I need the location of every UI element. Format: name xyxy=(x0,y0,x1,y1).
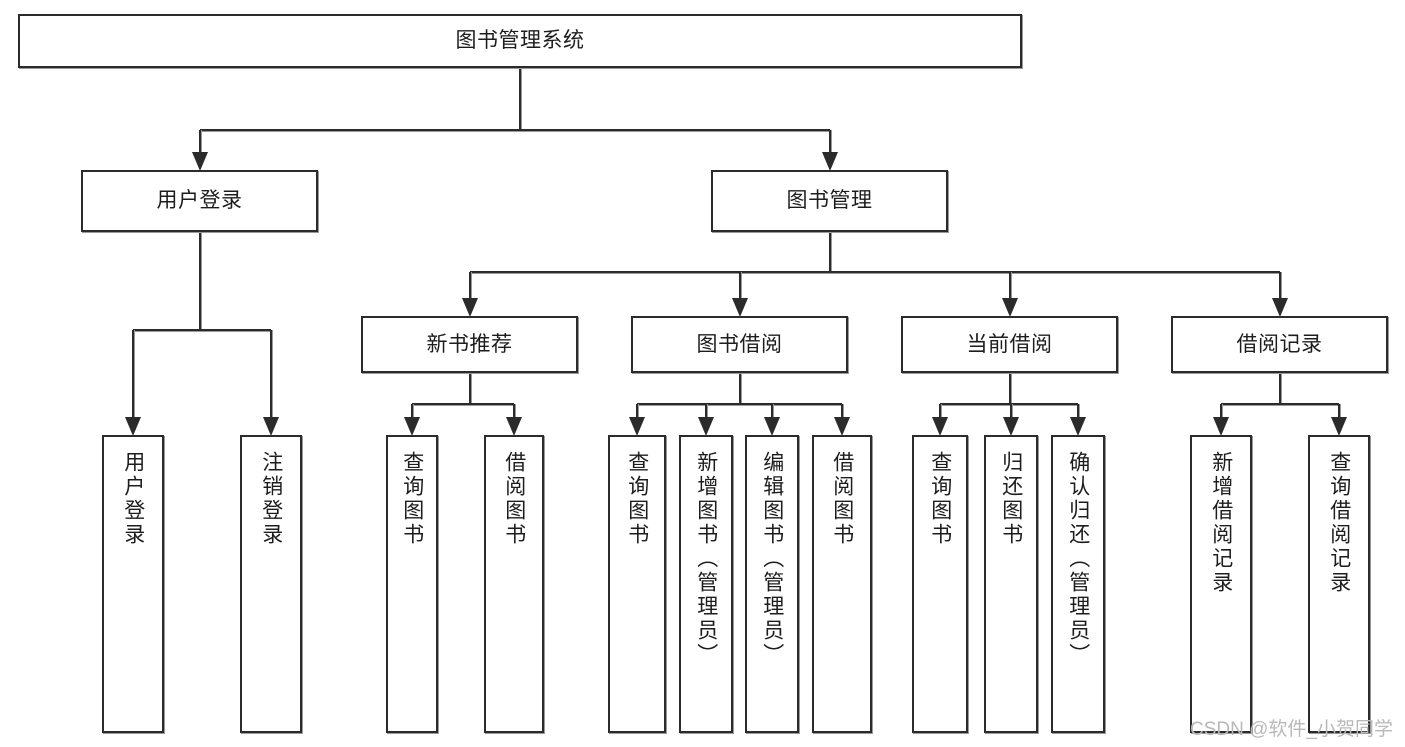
connector-drop-user-login xyxy=(198,130,201,153)
arrowhead-icon-book-manage xyxy=(821,152,838,171)
node-new-book-recommend[interactable]: 新书推荐 xyxy=(361,316,578,373)
arrowhead-icon-new-book-recommend xyxy=(461,298,478,317)
arrowhead-icon-leaf-query-book-cur xyxy=(932,417,948,436)
node-label-book-manage: 图书管理 xyxy=(786,189,873,213)
connector-stem-borrow-record xyxy=(1278,373,1281,404)
connector-stem-root xyxy=(519,68,521,130)
connector-drop-leaf-return-book xyxy=(1010,404,1012,418)
arrowhead-icon-leaf-confirm-return-admin xyxy=(1070,417,1086,436)
node-label-root: 图书管理系统 xyxy=(455,29,585,53)
connector-drop-leaf-add-borrow-record xyxy=(1220,404,1222,418)
arrowhead-icon-leaf-query-book-borrow xyxy=(629,417,645,436)
arrowhead-icon-user-login xyxy=(191,152,208,171)
node-leaf-query-book-rec[interactable]: 查询图书 xyxy=(386,435,438,733)
connector-bus-book-manage xyxy=(469,271,1280,273)
node-label-leaf-user-logout: 注销登录 xyxy=(259,451,283,547)
arrowhead-icon-leaf-borrow-book xyxy=(834,417,850,436)
node-root[interactable]: 图书管理系统 xyxy=(18,14,1022,68)
node-leaf-user-logout[interactable]: 注销登录 xyxy=(240,435,302,733)
node-label-leaf-confirm-return-admin: 确认归还（管理员） xyxy=(1066,451,1090,667)
node-label-leaf-add-borrow-record: 新增借阅记录 xyxy=(1209,451,1233,595)
connector-drop-borrow-record xyxy=(1278,272,1281,299)
connector-drop-leaf-borrow-book xyxy=(841,404,843,418)
node-label-leaf-query-book-cur: 查询图书 xyxy=(928,451,952,547)
node-label-leaf-add-book-admin: 新增图书（管理员） xyxy=(694,451,718,667)
connector-drop-leaf-query-book-rec xyxy=(411,404,413,418)
arrowhead-icon-leaf-user-login xyxy=(125,417,141,436)
arrowhead-icon-leaf-return-book xyxy=(1003,417,1019,436)
node-current-borrow[interactable]: 当前借阅 xyxy=(901,316,1118,373)
connector-drop-new-book-recommend xyxy=(468,272,471,299)
node-label-leaf-query-book-rec: 查询图书 xyxy=(400,451,424,547)
connector-stem-new-book-recommend xyxy=(468,373,471,404)
node-label-leaf-query-borrow-record: 查询借阅记录 xyxy=(1327,451,1351,595)
connector-drop-leaf-query-book-borrow xyxy=(636,404,638,418)
node-label-leaf-edit-book-admin: 编辑图书（管理员） xyxy=(760,451,784,667)
node-leaf-user-login[interactable]: 用户登录 xyxy=(102,435,164,733)
arrowhead-icon-current-borrow xyxy=(1001,298,1018,317)
node-leaf-query-borrow-record[interactable]: 查询借阅记录 xyxy=(1308,435,1370,733)
node-leaf-borrow-book[interactable]: 借阅图书 xyxy=(812,435,872,733)
connector-stem-book-manage xyxy=(828,232,831,272)
connector-bus-borrow-record xyxy=(1221,403,1339,405)
connector-drop-leaf-borrow-book-rec xyxy=(513,404,515,418)
connector-drop-book-borrow xyxy=(738,272,741,299)
connector-drop-leaf-user-login xyxy=(132,330,134,418)
node-label-book-borrow: 图书借阅 xyxy=(696,332,783,356)
node-leaf-query-book-cur[interactable]: 查询图书 xyxy=(912,435,968,733)
node-leaf-query-book-borrow[interactable]: 查询图书 xyxy=(608,435,666,733)
connector-stem-user-login xyxy=(198,232,201,330)
node-leaf-borrow-book-rec[interactable]: 借阅图书 xyxy=(484,435,544,733)
connector-bus-current-borrow xyxy=(940,403,1078,405)
arrowhead-icon-leaf-edit-book-admin xyxy=(764,417,780,436)
node-label-leaf-user-login: 用户登录 xyxy=(121,451,145,547)
arrowhead-icon-leaf-query-book-rec xyxy=(404,417,420,436)
node-book-manage[interactable]: 图书管理 xyxy=(711,170,948,232)
node-label-leaf-borrow-book: 借阅图书 xyxy=(830,451,854,547)
connector-bus-new-book-recommend xyxy=(412,403,514,405)
node-label-user-login: 用户登录 xyxy=(156,189,243,213)
arrowhead-icon-leaf-user-logout xyxy=(263,417,279,436)
connector-drop-leaf-edit-book-admin xyxy=(771,404,773,418)
node-leaf-edit-book-admin[interactable]: 编辑图书（管理员） xyxy=(745,435,799,733)
node-label-new-book-recommend: 新书推荐 xyxy=(426,332,513,356)
arrowhead-icon-leaf-add-book-admin xyxy=(698,417,714,436)
connector-drop-book-manage xyxy=(828,130,831,153)
connector-drop-leaf-query-book-cur xyxy=(939,404,941,418)
node-label-leaf-borrow-book-rec: 借阅图书 xyxy=(502,451,526,547)
arrowhead-icon-borrow-record xyxy=(1271,298,1288,317)
arrowhead-icon-leaf-add-borrow-record xyxy=(1213,417,1229,436)
node-label-leaf-query-book-borrow: 查询图书 xyxy=(625,451,649,547)
arrowhead-icon-book-borrow xyxy=(731,298,748,317)
node-borrow-record[interactable]: 借阅记录 xyxy=(1171,316,1388,373)
connector-bus-root xyxy=(199,129,830,131)
connector-stem-current-borrow xyxy=(1008,373,1011,404)
connector-bus-user-login xyxy=(133,329,271,331)
connector-bus-book-borrow xyxy=(637,403,842,405)
node-leaf-add-book-admin[interactable]: 新增图书（管理员） xyxy=(679,435,733,733)
node-label-leaf-return-book: 归还图书 xyxy=(999,451,1023,547)
arrowhead-icon-leaf-borrow-book-rec xyxy=(506,417,522,436)
connector-drop-current-borrow xyxy=(1008,272,1011,299)
connector-drop-leaf-confirm-return-admin xyxy=(1077,404,1079,418)
node-label-borrow-record: 借阅记录 xyxy=(1236,332,1323,356)
connector-drop-leaf-query-borrow-record xyxy=(1338,404,1340,418)
node-leaf-add-borrow-record[interactable]: 新增借阅记录 xyxy=(1190,435,1252,733)
connector-drop-leaf-user-logout xyxy=(270,330,272,418)
connector-stem-book-borrow xyxy=(738,373,741,404)
connector-drop-leaf-add-book-admin xyxy=(705,404,707,418)
node-leaf-return-book[interactable]: 归还图书 xyxy=(984,435,1038,733)
node-leaf-confirm-return-admin[interactable]: 确认归还（管理员） xyxy=(1051,435,1105,733)
node-label-current-borrow: 当前借阅 xyxy=(966,332,1053,356)
arrowhead-icon-leaf-query-borrow-record xyxy=(1331,417,1347,436)
node-book-borrow[interactable]: 图书借阅 xyxy=(631,316,848,373)
node-user-login[interactable]: 用户登录 xyxy=(81,170,318,232)
